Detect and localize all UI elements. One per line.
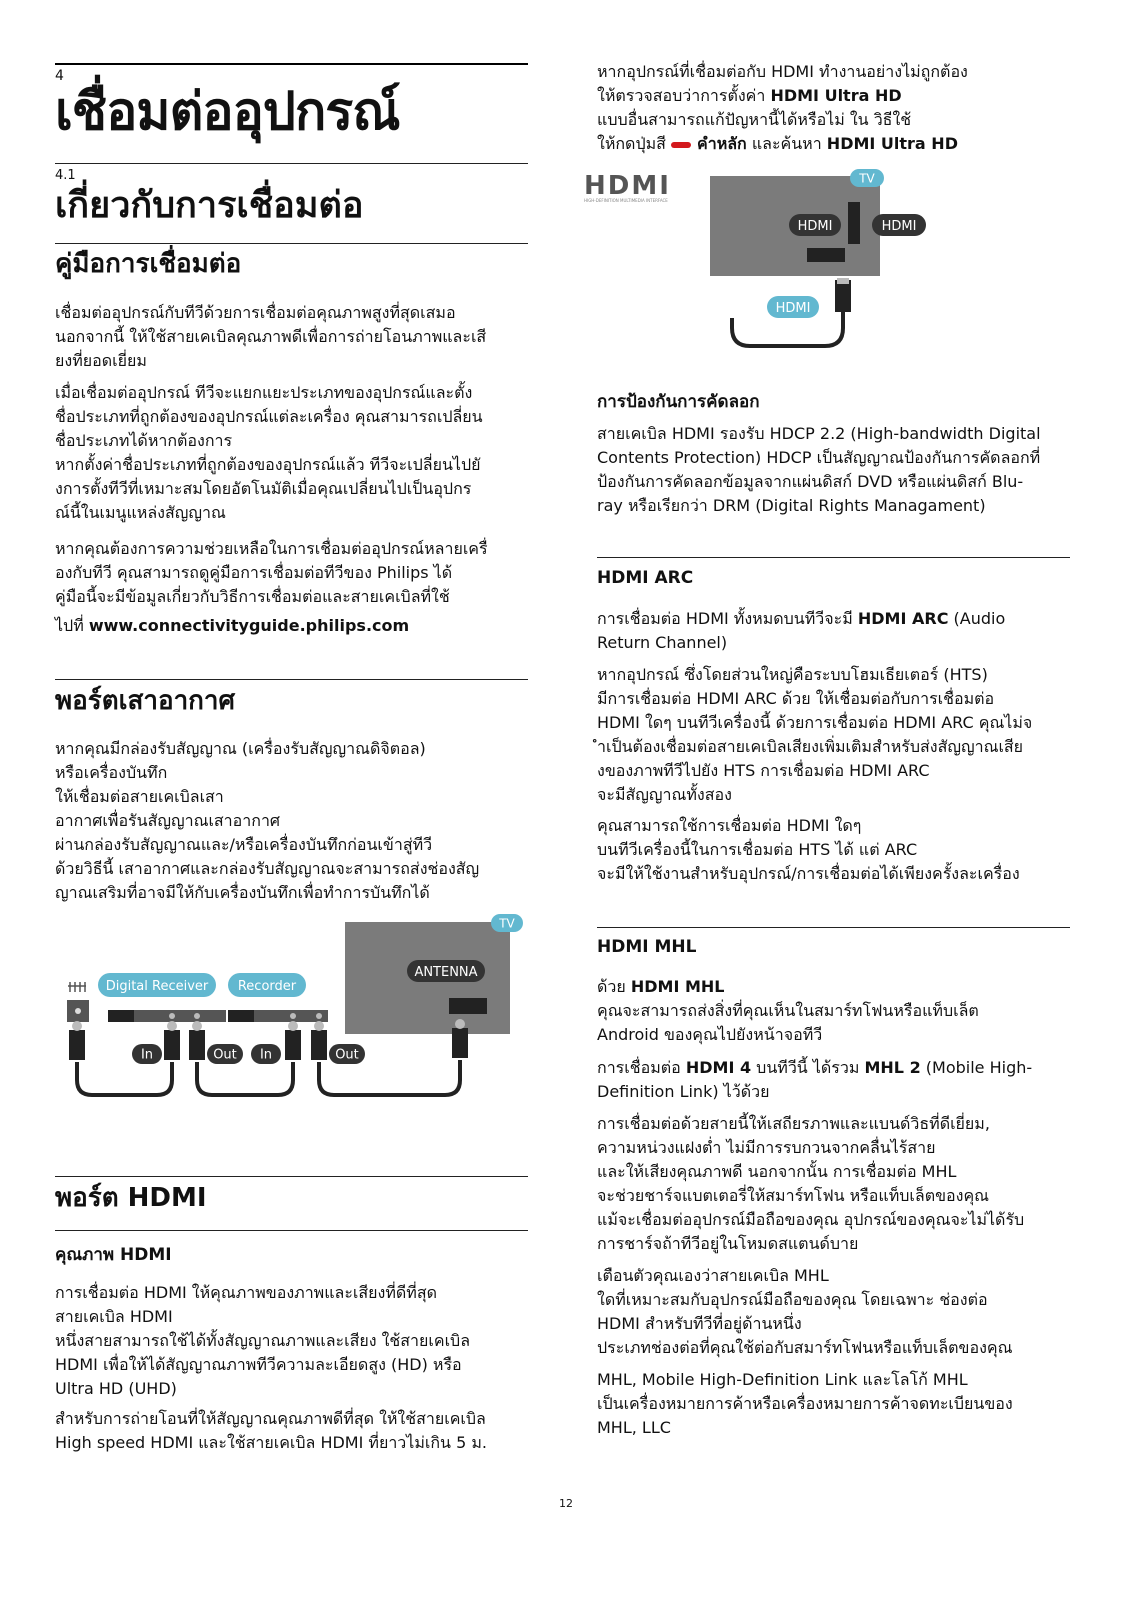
arc-paragraph-3: คุณสามารถใช้การเชื่อมต่อ HDMI ใดๆ บนทีวี… — [597, 816, 1020, 883]
guide-link-paragraph: ไปที่ www.connectivityguide.philips.com — [55, 616, 410, 635]
svg-text:Out: Out — [213, 1048, 237, 1063]
cable-connectors — [69, 1019, 468, 1060]
hdcp-title: การป้องกันการคัดลอก — [597, 392, 760, 412]
antenna-paragraph: หากคุณมีกล่องรับสัญญาณ (เครื่องรับสัญญาณ… — [55, 739, 480, 902]
mhl-paragraph-4: เตือนตัวคุณเองว่าสายเคเบิล MHL ใดที่เหมา… — [597, 1266, 1013, 1357]
chapter-title: เชื่อมต่ออุปกรณ์ — [55, 82, 400, 142]
hdmi-quality-rule — [55, 1230, 528, 1231]
connectivity-guide-link[interactable]: www.connectivityguide.philips.com — [88, 616, 410, 635]
recorder-in-badge: In — [251, 1044, 281, 1064]
red-key-icon — [671, 141, 691, 148]
receiver-in-badge: In — [132, 1044, 162, 1064]
mhl-paragraph-1: ด้วย HDMI MHL คุณจะสามารถส่งสิ่งที่คุณเห… — [597, 977, 979, 1044]
tv-badge: TV — [491, 914, 523, 932]
tv-antenna-port — [449, 998, 487, 1014]
hdmi-quality-title: คุณภาพ HDMI — [55, 1245, 172, 1265]
antenna-title: พอร์ตเสาอากาศ — [55, 686, 236, 716]
recorder-badge: Recorder — [228, 973, 306, 997]
tv-badge: TV — [850, 169, 884, 187]
mhl-paragraph-2: การเชื่อมต่อ HDMI 4 บนทีวีนี้ ได้รวม MHL… — [597, 1058, 1033, 1101]
hdmi-intro: หากอุปกรณ์ที่เชื่อมต่อกับ HDMI ทำงานอย่า… — [597, 62, 968, 153]
page-number: 12 — [559, 1497, 573, 1510]
chapter-number: 4 — [55, 68, 64, 84]
hdmi-cable-badge: HDMI — [767, 296, 819, 318]
svg-text:HDMI: HDMI — [798, 219, 833, 234]
receiver-out-badge: Out — [207, 1044, 243, 1064]
svg-text:HDMI: HDMI — [776, 301, 811, 316]
svg-text:Out: Out — [335, 1048, 359, 1063]
hdmi-cable — [730, 278, 851, 348]
svg-text:In: In — [141, 1048, 153, 1063]
mhl-title: HDMI MHL — [597, 937, 697, 957]
hdmi-diagram: HDMI HIGH-DEFINITION MULTIMEDIA INTERFAC… — [584, 169, 926, 348]
hdmi-port-badge-1: HDMI — [789, 214, 841, 236]
mhl-rule — [597, 927, 1070, 928]
digital-receiver-badge: Digital Receiver — [98, 973, 216, 997]
guide-paragraph-2: เมื่อเชื่อมต่ออุปกรณ์ ทีวีจะแยกแยะประเภท… — [55, 383, 483, 522]
arc-paragraph-1: การเชื่อมต่อ HDMI ทั้งหมดบนทีวีจะมี HDMI… — [597, 609, 1006, 652]
section-number: 4.1 — [55, 168, 76, 183]
hdmi-logo: HDMI HIGH-DEFINITION MULTIMEDIA INTERFAC… — [584, 171, 671, 203]
section-rule — [55, 163, 528, 164]
recorder-label: Recorder — [238, 979, 297, 994]
digital-receiver-box — [108, 1010, 226, 1022]
hdmi-title: พอร์ต HDMI — [55, 1183, 207, 1213]
section-title: เกี่ยวกับการเชื่อมต่อ — [55, 185, 364, 226]
guide-paragraph-1: เชื่อมต่ออุปกรณ์กับทีวีด้วยการเชื่อมต่อค… — [55, 303, 487, 370]
tv-hdmi-port-bottom — [807, 248, 845, 262]
arc-rule — [597, 557, 1070, 558]
recorder-out-badge: Out — [329, 1044, 365, 1064]
antenna-port-label: ANTENNA — [414, 965, 477, 980]
digital-receiver-label: Digital Receiver — [106, 979, 209, 994]
chapter-rule — [55, 63, 528, 65]
hdmi-quality-paragraph-2: สำหรับการถ่ายโอนที่ให้สัญญาณคุณภาพดีที่ส… — [55, 1409, 487, 1452]
hdmi-port-badge-2: HDMI — [872, 214, 926, 236]
hdmi-rule — [55, 1176, 528, 1177]
svg-text:HDMI: HDMI — [882, 219, 917, 234]
svg-text:HIGH-DEFINITION MULTIMEDIA INT: HIGH-DEFINITION MULTIMEDIA INTERFACE — [584, 198, 668, 203]
mhl-paragraph-3: การเชื่อมต่อด้วยสายนี้ให้เสถียรภาพและแบน… — [597, 1114, 1025, 1253]
antenna-rule — [55, 679, 528, 680]
hdmi-quality-paragraph-1: การเชื่อมต่อ HDMI ให้คุณภาพของภาพและเสีย… — [55, 1283, 471, 1398]
arc-title: HDMI ARC — [597, 568, 694, 588]
antenna-cables — [75, 1060, 462, 1097]
guide-paragraph-3: หากคุณต้องการความช่วยเหลือในการเชื่อมต่อ… — [55, 539, 488, 606]
tv-hdmi-port-side — [848, 202, 860, 244]
svg-text:In: In — [260, 1048, 272, 1063]
antenna-icon — [67, 982, 89, 1022]
tv-label: TV — [498, 917, 515, 931]
antenna-port-badge: ANTENNA — [407, 960, 485, 982]
svg-text:TV: TV — [858, 172, 875, 186]
hdcp-paragraph: สายเคเบิล HDMI รองรับ HDCP 2.2 (High-ban… — [597, 424, 1041, 515]
guide-title: คู่มือการเชื่อมต่อ — [55, 249, 242, 279]
mhl-paragraph-5: MHL, Mobile High-Definition Link และโลโก… — [597, 1370, 1013, 1437]
arc-paragraph-2: หากอุปกรณ์ ซึ่งโดยส่วนใหญ่คือระบบโฮมเธีย… — [597, 665, 1033, 804]
guide-rule — [55, 243, 528, 244]
svg-text:HDMI: HDMI — [584, 171, 671, 201]
antenna-diagram: TV ANTENNA Digital Receiver Recorder — [67, 914, 523, 1097]
